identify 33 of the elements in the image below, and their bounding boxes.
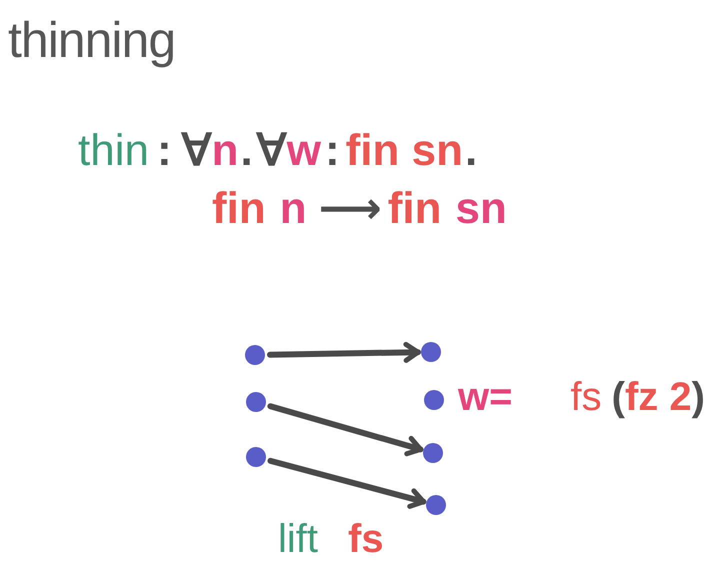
formula-term: w= bbox=[458, 374, 512, 420]
formula-term: n bbox=[280, 184, 307, 235]
dot bbox=[245, 345, 265, 365]
dot bbox=[424, 390, 444, 410]
formula-term: fin sn bbox=[346, 126, 463, 177]
formula-term: sn bbox=[456, 184, 507, 235]
arrow bbox=[268, 458, 426, 509]
formula-term: ∀ bbox=[256, 126, 287, 177]
formula-term: ( bbox=[612, 374, 625, 420]
formula-term: fin bbox=[388, 184, 442, 235]
formula-term: n bbox=[212, 126, 238, 177]
formula-term: w bbox=[286, 126, 321, 177]
dot bbox=[421, 342, 441, 362]
formula-term: . bbox=[464, 126, 478, 177]
dot bbox=[246, 392, 266, 412]
page-title: thinning bbox=[8, 11, 176, 70]
formula-term: : bbox=[156, 126, 172, 177]
formula-term: fin bbox=[212, 184, 266, 235]
formula-term: ) bbox=[692, 374, 705, 420]
dot bbox=[246, 447, 266, 467]
arrow bbox=[267, 403, 424, 456]
formula-term: fs bbox=[570, 374, 602, 420]
formula-term: . bbox=[240, 126, 253, 177]
arrow bbox=[267, 342, 421, 363]
formula-term: fz 2 bbox=[624, 374, 692, 420]
dot bbox=[423, 443, 443, 463]
formula-term: ∀ bbox=[182, 126, 212, 177]
formula-term: ⟶ bbox=[318, 184, 382, 235]
formula-term: thin bbox=[78, 126, 149, 177]
dot bbox=[426, 495, 446, 515]
formula-term: fs bbox=[348, 516, 384, 562]
formula-term: lift bbox=[278, 516, 318, 562]
formula-term: : bbox=[324, 126, 340, 177]
